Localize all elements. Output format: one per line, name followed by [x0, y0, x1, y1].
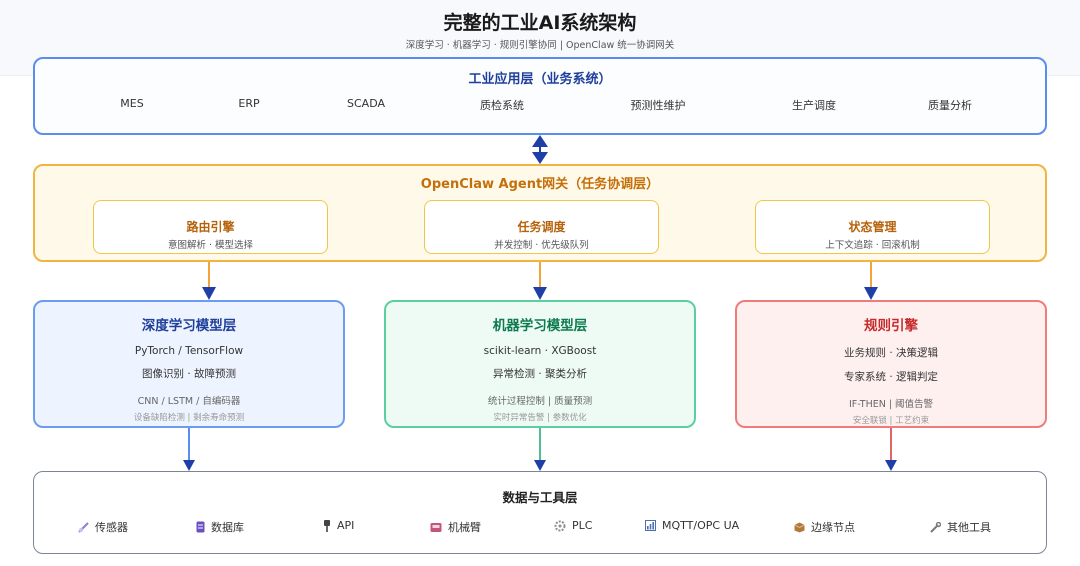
diagram-subtitle: 深度学习 · 机器学习 · 规则引擎协同 | OpenClaw 统一协调网关 [405, 40, 675, 51]
app-item-erp: ERP [238, 97, 260, 110]
state-management-box: 状态管理 上下文追踪 · 回滚机制 [755, 200, 990, 254]
database-icon [196, 521, 205, 533]
app-item-scada: SCADA [347, 97, 385, 110]
rule-engine-line4: 安全联锁 | 工艺约束 [852, 416, 930, 426]
app-item-production-scheduling: 生产调度 [792, 99, 836, 112]
rule-engine-line2: 专家系统 · 逻辑判定 [843, 371, 938, 383]
machine-learning-frameworks: scikit-learn · XGBoost [483, 345, 597, 357]
deep-learning-algorithms: CNN / LSTM / 自编码器 [137, 396, 241, 407]
gateway-layer-title: OpenClaw Agent网关（任务协调层） [420, 177, 660, 192]
gateway-dl-arrow [202, 287, 216, 300]
tool-sensor-label: 传感器 [95, 521, 128, 534]
app-item-predictive-maintenance: 预测性维护 [630, 99, 686, 112]
data-tools-title: 数据与工具层 [502, 490, 578, 505]
tool-mqtt-opcua-label: MQTT/OPC UA [662, 519, 740, 532]
tool-mqtt-opcua: MQTT/OPC UA [645, 519, 739, 532]
box-icon [794, 522, 805, 532]
gear-icon [554, 520, 566, 531]
tool-other-tools: 其他工具 [930, 519, 991, 535]
diagram-title: 完整的工业AI系统架构 [443, 12, 637, 34]
state-management-title: 状态管理 [848, 220, 897, 234]
deep-learning-use-cases: 设备缺陷检测 | 剩余寿命预测 [133, 413, 245, 423]
app-item-quality-inspection: 质检系统 [480, 99, 524, 112]
rule-engine-title: 规则引擎 [864, 318, 918, 334]
deep-learning-tasks: 图像识别 · 故障预测 [141, 368, 236, 380]
machine-learning-layer: 机器学习模型层 scikit-learn · XGBoost 异常检测 · 聚类… [384, 300, 696, 428]
rule-engine-line1: 业务规则 · 决策逻辑 [843, 347, 938, 359]
app-item-mes: MES [120, 97, 144, 110]
task-scheduling-desc: 并发控制 · 优先级队列 [494, 240, 589, 251]
sensor-icon [78, 521, 89, 533]
plug-icon [324, 519, 330, 532]
task-scheduling-box: 任务调度 并发控制 · 优先级队列 [424, 200, 659, 254]
tool-sensor: 传感器 [78, 519, 128, 535]
app-layer-title: 工业应用层（业务系统） [468, 72, 612, 87]
task-scheduling-title: 任务调度 [517, 220, 566, 234]
tool-edge-node-label: 边缘节点 [811, 521, 855, 534]
tool-robot-arm: 机械臂 [430, 519, 481, 535]
routing-engine-box: 路由引擎 意图解析 · 模型选择 [93, 200, 328, 254]
machine-learning-use-cases: 实时异常告警 | 参数优化 [493, 413, 587, 423]
tool-plc-label: PLC [572, 519, 593, 532]
data-tools-layer: 数据与工具层 传感器 数据库 API 机械臂 PLC MQTT/OPC UA 边… [33, 471, 1047, 554]
tool-plc: PLC [554, 519, 592, 532]
robot-arm-icon [430, 522, 442, 532]
rule-engine-layer: 规则引擎 业务规则 · 决策逻辑 专家系统 · 逻辑判定 IF-THEN | 阈… [735, 300, 1047, 428]
machine-learning-tasks: 异常检测 · 聚类分析 [492, 368, 587, 380]
app-item-quality-analysis: 质量分析 [928, 99, 972, 112]
routing-engine-desc: 意图解析 · 模型选择 [167, 240, 254, 251]
rule-data-arrow [885, 460, 897, 471]
deep-learning-frameworks: PyTorch / TensorFlow [134, 345, 244, 357]
gateway-ml-arrow [533, 287, 547, 300]
tool-other-tools-label: 其他工具 [947, 521, 991, 534]
ml-data-arrow [534, 460, 546, 471]
state-management-desc: 上下文追踪 · 回滚机制 [825, 240, 920, 251]
arrow-up-head [532, 135, 548, 147]
app-layer: 工业应用层（业务系统） MES ERP SCADA 质检系统 预测性维护 生产调… [33, 57, 1047, 135]
tool-api: API [323, 519, 354, 532]
deep-learning-title: 深度学习模型层 [141, 318, 237, 334]
arrow-down-head [532, 152, 548, 164]
dl-data-arrow [183, 460, 195, 471]
tool-api-label: API [337, 519, 355, 532]
tool-robot-arm-label: 机械臂 [448, 521, 481, 534]
machine-learning-methods: 统计过程控制 | 质量预测 [487, 396, 593, 407]
routing-engine-title: 路由引擎 [186, 220, 235, 234]
rule-engine-line3: IF-THEN | 阈值告警 [848, 399, 934, 410]
tool-database-label: 数据库 [211, 521, 244, 534]
tool-edge-node: 边缘节点 [794, 519, 855, 535]
gateway-layer: OpenClaw Agent网关（任务协调层） 路由引擎 意图解析 · 模型选择… [33, 164, 1047, 262]
tool-database: 数据库 [196, 519, 244, 535]
signal-icon [645, 520, 656, 531]
wrench-icon [930, 521, 941, 533]
machine-learning-title: 机器学习模型层 [492, 318, 588, 334]
deep-learning-layer: 深度学习模型层 PyTorch / TensorFlow 图像识别 · 故障预测… [33, 300, 345, 428]
gateway-rule-arrow [864, 287, 878, 300]
